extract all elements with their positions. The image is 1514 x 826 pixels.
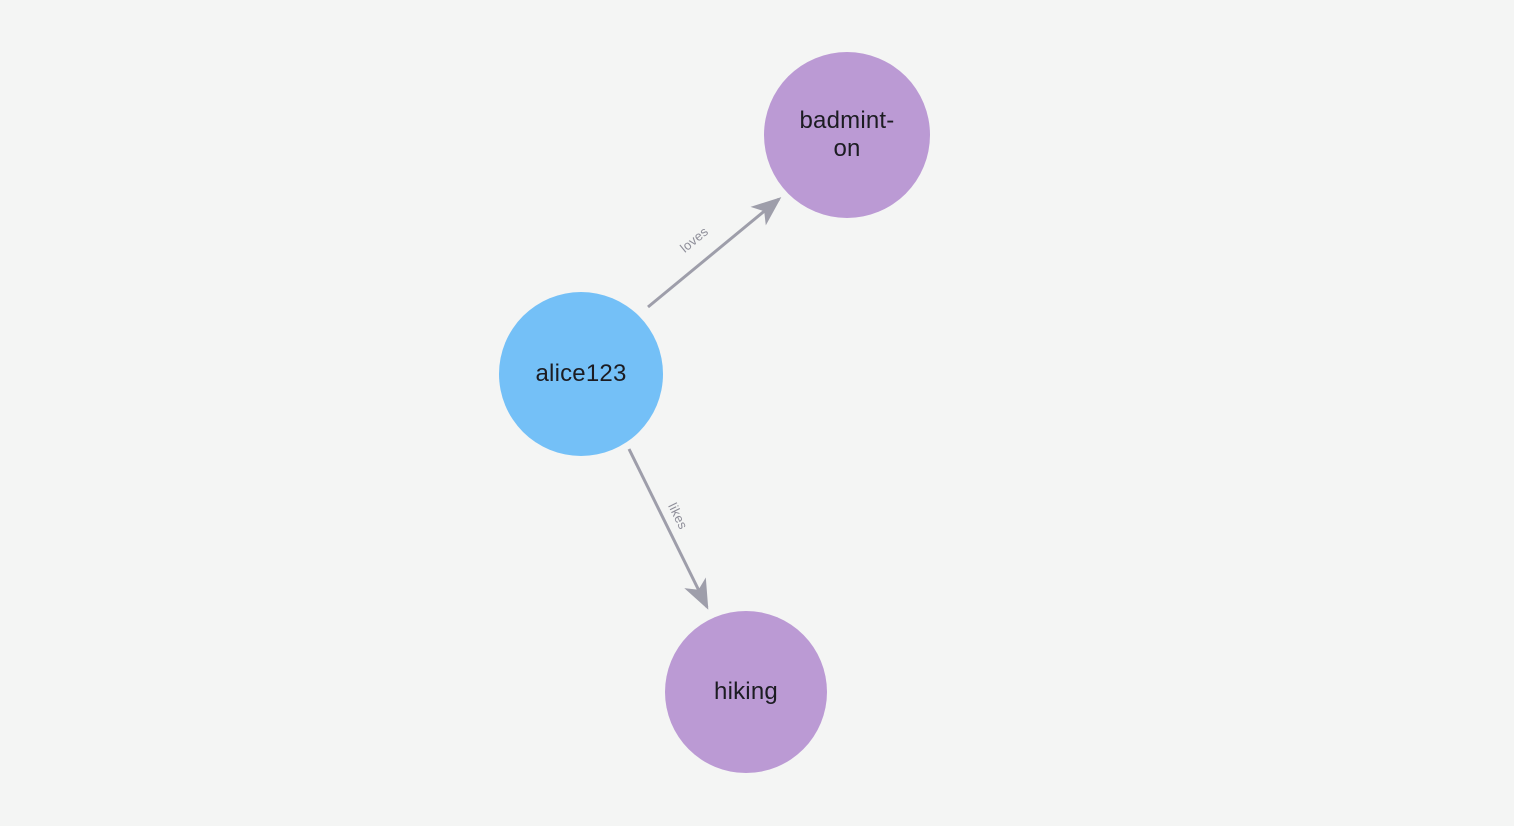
- edge-loves[interactable]: loves: [647, 197, 782, 309]
- edge-likes-line: [627, 448, 709, 610]
- edge-loves-label: loves: [677, 223, 711, 255]
- graph-node-alice123-label: alice123: [535, 360, 627, 387]
- graph-node-badminton[interactable]: badmint- on: [764, 52, 930, 218]
- graph-node-badminton-label: badmint- on: [799, 107, 895, 162]
- edge-likes[interactable]: likes: [627, 448, 709, 610]
- graph-node-hiking[interactable]: hiking: [665, 611, 827, 773]
- edge-loves-line: [647, 197, 782, 309]
- graph-node-hiking-label: hiking: [714, 678, 778, 705]
- graph-node-alice123[interactable]: alice123: [499, 292, 663, 456]
